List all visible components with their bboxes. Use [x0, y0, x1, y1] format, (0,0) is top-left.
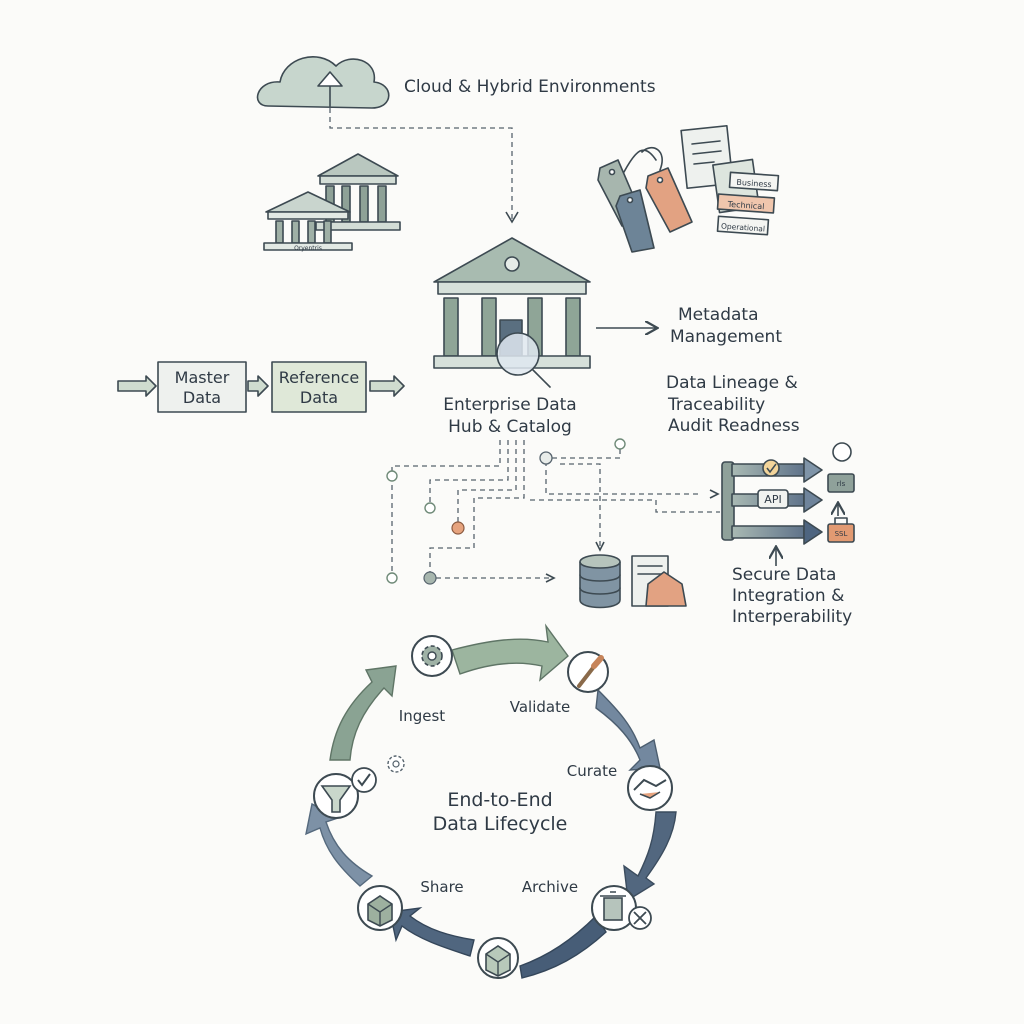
- integration-line3: Interperability: [732, 607, 852, 627]
- document-folder-icon: [631, 555, 687, 607]
- handshake-icon: [633, 778, 667, 799]
- metadata-line2: Management: [670, 327, 782, 347]
- stage-curate: Curate: [567, 762, 617, 780]
- api-label: API: [764, 493, 781, 506]
- integration-badge-2: SSL: [835, 530, 848, 538]
- tag-operational: Operational: [721, 221, 766, 233]
- check-icon: [351, 767, 377, 793]
- integration-pipeline-icon: [721, 442, 855, 566]
- buildings-caption: Oryentris: [294, 245, 322, 252]
- small-gear-icon: [387, 755, 405, 773]
- cloud-to-hub-connector: [329, 108, 513, 220]
- cancel-icon: [628, 906, 652, 930]
- master-data-line2: Data: [183, 388, 221, 407]
- cloud-upload-icon: [256, 56, 390, 109]
- lifecycle-title-line2: Data Lifecycle: [433, 813, 568, 835]
- integration-badge-1: rls: [837, 480, 846, 488]
- bank-magnifier-icon: [433, 237, 591, 388]
- integration-line1: Secure Data: [732, 565, 836, 585]
- stage-archive: Archive: [522, 878, 578, 896]
- paintbrush-icon: [577, 655, 604, 688]
- lifecycle-title-line1: End-to-End: [447, 789, 552, 811]
- trash-icon: [600, 891, 626, 921]
- hub-title-line2: Hub & Catalog: [448, 417, 572, 437]
- bank-building-icon: [263, 153, 401, 251]
- reference-data-line2: Data: [300, 388, 338, 407]
- master-data-line1: Master: [175, 368, 230, 387]
- integration-line2: Integration &: [732, 586, 844, 606]
- lineage-line1: Data Lineage &: [666, 373, 798, 393]
- gear-icon: [421, 645, 443, 667]
- stage-ingest: Ingest: [399, 707, 445, 725]
- cloud-connector-arrowhead: [505, 211, 519, 224]
- metadata-line1: Metadata: [678, 305, 759, 325]
- box-icon: [485, 945, 511, 977]
- lineage-line3: Audit Readness: [668, 416, 800, 436]
- master-reference-flow: [117, 361, 405, 413]
- cloud-label: Cloud & Hybrid Environments: [404, 77, 656, 97]
- share-box-icon: [367, 895, 393, 927]
- tag-document-icon: [597, 124, 780, 253]
- reference-data-line1: Reference: [279, 368, 360, 387]
- tag-business: Business: [736, 178, 772, 189]
- lineage-line2: Traceability: [667, 395, 765, 415]
- hub-title-line1: Enterprise Data: [443, 395, 576, 415]
- tag-technical: Technical: [726, 200, 764, 212]
- lineage-connector-network: [386, 438, 720, 585]
- database-icon: [579, 554, 621, 609]
- stage-validate: Validate: [510, 698, 570, 716]
- stage-share: Share: [420, 878, 463, 896]
- funnel-icon: [320, 785, 352, 813]
